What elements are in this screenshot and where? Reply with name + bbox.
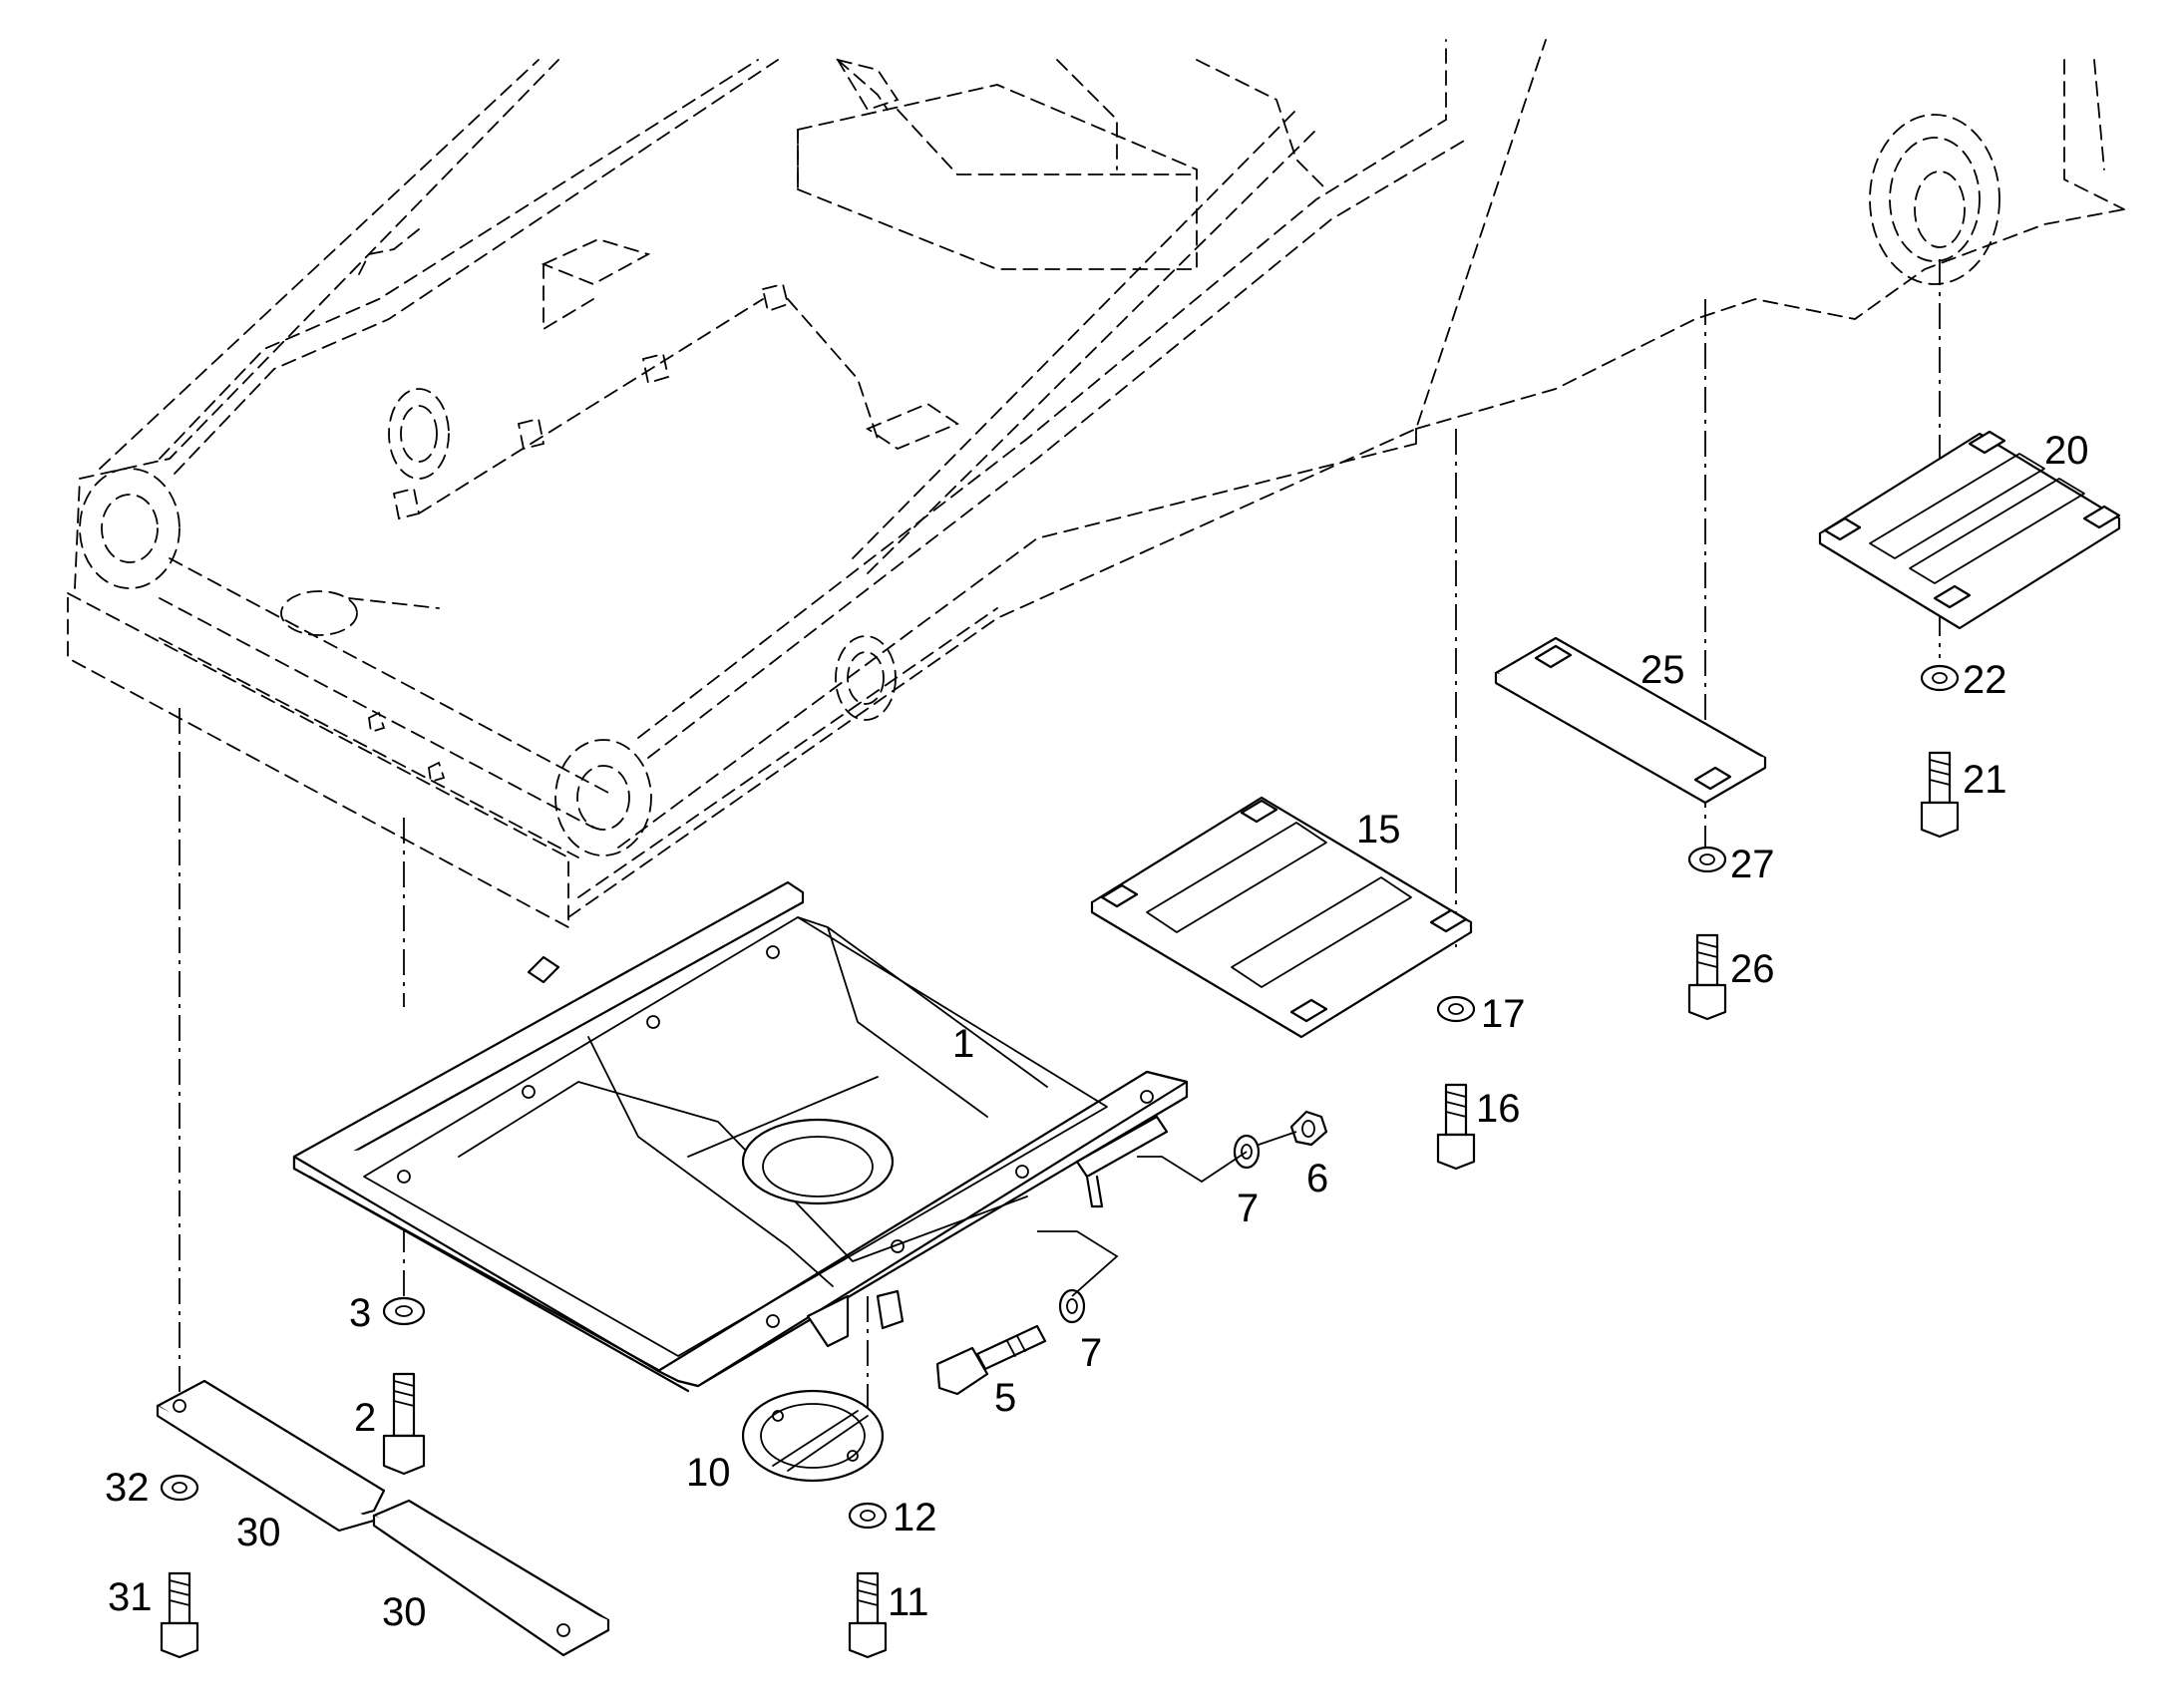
callout-30-upper: 30	[236, 1511, 281, 1554]
callout-3: 3	[349, 1291, 371, 1335]
callout-labels: 1 2 3 5 6 7 7 10 11 12 15 16 17 20 21 22…	[105, 429, 2089, 1634]
part-10-round-shim	[741, 1389, 885, 1483]
callout-12: 12	[893, 1496, 937, 1539]
callout-26: 26	[1730, 947, 1775, 991]
washers	[160, 664, 1960, 1530]
part-15-mounting-plate	[1090, 796, 1473, 1039]
callout-30-lower: 30	[382, 1590, 427, 1634]
bolt-5	[935, 1324, 1047, 1396]
callout-17: 17	[1481, 992, 1526, 1036]
callout-6: 6	[1306, 1157, 1328, 1200]
callout-11: 11	[888, 1580, 929, 1624]
washer-17	[1436, 995, 1476, 1023]
washer-3	[382, 1296, 426, 1326]
callout-22: 22	[1963, 658, 2007, 702]
machine-frame-phantom	[67, 39, 2125, 929]
bolts	[160, 751, 1960, 1659]
bolt-16	[1436, 1083, 1476, 1171]
washer-12	[848, 1502, 888, 1530]
callout-20: 20	[2044, 429, 2089, 473]
callout-27: 27	[1730, 843, 1775, 886]
callout-7-upper: 7	[1237, 1187, 1259, 1230]
bolt-31	[160, 1571, 199, 1659]
part-30-shim-plate-lower	[372, 1499, 610, 1657]
callout-16: 16	[1476, 1087, 1521, 1131]
callout-15: 15	[1356, 808, 1401, 852]
bolt-11	[848, 1571, 888, 1659]
bolt-26	[1687, 933, 1727, 1021]
part-30-shim-plate-upper	[156, 1379, 386, 1533]
bolt-2	[382, 1372, 426, 1476]
callout-1: 1	[952, 1022, 974, 1066]
washer-22	[1920, 664, 1960, 692]
washer-32	[160, 1474, 199, 1502]
leader-lines	[1037, 1131, 1297, 1297]
callout-5: 5	[994, 1376, 1016, 1420]
callout-25: 25	[1640, 648, 1685, 692]
callout-31: 31	[108, 1575, 153, 1619]
part-25-shim-plate	[1494, 636, 1767, 805]
callout-10: 10	[686, 1451, 731, 1495]
part-1-mounting-frame	[292, 880, 1189, 1393]
callout-21: 21	[1963, 758, 2007, 802]
nut-6	[1289, 1110, 1328, 1147]
assembly-centerlines	[179, 259, 1941, 1466]
bolt-21	[1920, 751, 1960, 839]
washer-27	[1687, 846, 1727, 873]
callout-32: 32	[105, 1466, 150, 1510]
callout-2: 2	[354, 1396, 376, 1440]
washer-7-lower	[1058, 1288, 1086, 1324]
callout-7-lower: 7	[1080, 1331, 1102, 1375]
part-20-mounting-plate	[1818, 430, 2121, 630]
